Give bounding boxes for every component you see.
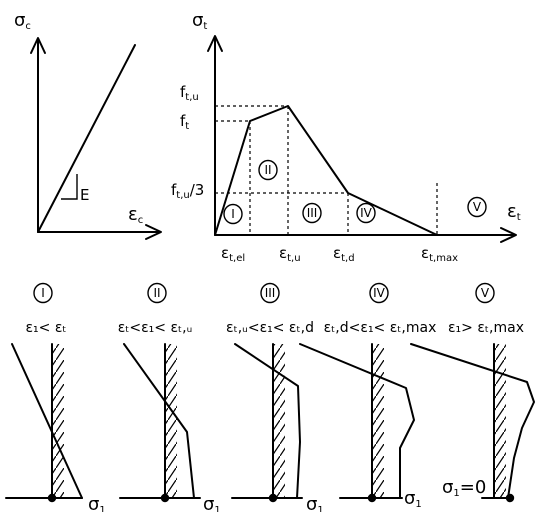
tick-ftu-third: ft,u/3 <box>171 181 204 201</box>
neutral-point <box>505 493 515 503</box>
epsilon-c-label: εc <box>128 204 143 226</box>
sigma-1-label: σ1 <box>203 494 221 512</box>
neutral-point <box>160 493 170 503</box>
tick-eps-tmax: εt,max <box>421 244 458 264</box>
stress-profile <box>299 343 415 499</box>
tension-plot: ft,u ft ft,u/3 εt,el εt,u εt,d εt,max σt… <box>171 10 521 264</box>
slope-triangle <box>61 174 78 200</box>
svg-text:V: V <box>481 286 490 300</box>
stress-distribution-iv: σ1 <box>299 343 422 510</box>
stage-condition-iv: εₜ,d<ε₁< εₜ,max <box>324 320 437 336</box>
member-hatch <box>52 344 64 498</box>
stage-numeral-v: V <box>475 282 495 304</box>
svg-text:III: III <box>307 206 318 220</box>
svg-text:I: I <box>41 286 45 300</box>
svg-text:IV: IV <box>360 206 373 220</box>
region-marker-iii: III <box>302 202 322 224</box>
svg-text:I: I <box>231 207 235 221</box>
stage-numeral-i: I <box>33 282 53 304</box>
tick-eps-td: εt,d <box>333 244 355 264</box>
stress-profile <box>234 343 301 499</box>
neutral-point <box>268 493 278 503</box>
region-marker-v: V <box>467 196 487 218</box>
stress-distribution-ii: σ1 <box>119 343 221 512</box>
region-marker-iv: IV <box>356 202 376 224</box>
stage-numeral-ii: II <box>147 282 167 304</box>
compression-plot: E σc εc <box>14 10 162 240</box>
sigma-1-label: σ1 <box>404 488 422 510</box>
epsilon-t-label: εt <box>507 201 521 223</box>
sigma-1-zero-label: σ1=0 <box>442 477 486 499</box>
svg-text:II: II <box>264 163 271 177</box>
sigma-c-label: σc <box>14 10 31 32</box>
region-marker-i: I <box>223 203 243 225</box>
epsilon-c-axis-arrowhead <box>145 224 162 240</box>
tick-eps-tu: εt,u <box>279 244 301 264</box>
elastic-line <box>37 44 136 233</box>
stage-condition-v: ε₁> εₜ,max <box>448 320 524 336</box>
stage-condition-iii: εₜ,ᵤ<ε₁< εₜ,d <box>226 320 314 336</box>
tension-curve <box>214 105 438 236</box>
tick-eps-tel: εt,el <box>221 244 245 264</box>
stress-distribution-i: σ1 <box>5 343 106 512</box>
sigma-t-label: σt <box>192 10 207 32</box>
member-hatch <box>494 344 506 498</box>
svg-text:V: V <box>473 200 482 214</box>
neutral-point <box>47 493 57 503</box>
tick-ftu: ft,u <box>180 83 199 103</box>
epsilon-t-axis-arrowhead <box>500 227 517 243</box>
svg-text:III: III <box>265 286 276 300</box>
svg-text:II: II <box>153 286 160 300</box>
stage-headers: I II III IV V ε₁< εₜ εₜ<ε₁< εₜ,ᵤ εₜ,ᵤ<ε₁… <box>25 282 524 336</box>
stage-numeral-iv: IV <box>369 282 389 304</box>
stress-distribution-v: σ1=0 <box>410 343 535 503</box>
stage-condition-i: ε₁< εₜ <box>25 320 66 336</box>
sigma-1-label: σ1 <box>306 494 324 512</box>
stress-profile <box>410 343 535 499</box>
tick-ft: ft <box>180 112 189 132</box>
sigma-c-axis-arrowhead <box>30 37 46 54</box>
stress-distribution-iii: σ1 <box>231 343 324 512</box>
stress-profile <box>11 343 83 499</box>
member-hatch <box>372 344 384 498</box>
neutral-point <box>367 493 377 503</box>
stage-condition-ii: εₜ<ε₁< εₜ,ᵤ <box>118 320 193 336</box>
region-marker-ii: II <box>258 159 278 181</box>
stage-numeral-iii: III <box>260 282 280 304</box>
svg-text:IV: IV <box>373 286 386 300</box>
slope-label-e: E <box>80 186 89 204</box>
stress-profile <box>123 343 195 499</box>
member-hatch <box>273 344 285 498</box>
sigma-1-label: σ1 <box>88 494 106 512</box>
sigma-t-axis-arrowhead <box>207 35 223 52</box>
member-hatch <box>165 344 177 498</box>
